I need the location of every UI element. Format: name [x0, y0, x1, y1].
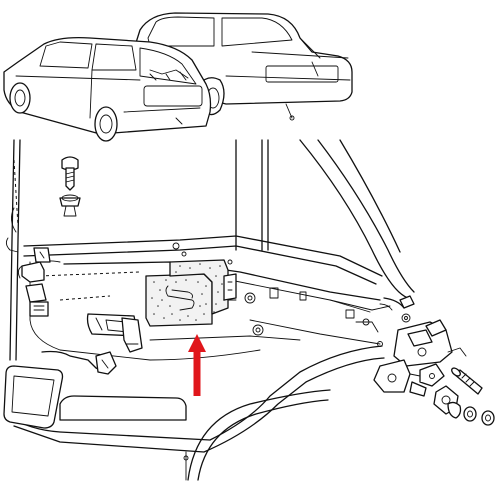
foam-texture-dots: [151, 263, 225, 321]
hatchback-rear-wheel: [94, 106, 118, 142]
hinge-bracket: [17, 247, 51, 317]
red-arrow: [188, 334, 206, 396]
nut: [433, 385, 462, 419]
speaker-grille: [3, 365, 64, 429]
washer-outer: [481, 410, 495, 426]
insulation-foam-block: [145, 242, 237, 327]
washer: [463, 406, 495, 426]
door-handle: [41, 313, 143, 375]
fastener-set: [433, 367, 495, 426]
door-lock-assembly: [373, 295, 467, 397]
hatchback-car: [3, 36, 212, 142]
window-regulator-rod: [63, 261, 381, 301]
hatchback-front-wheel: [9, 82, 31, 114]
bolt: [59, 156, 81, 217]
